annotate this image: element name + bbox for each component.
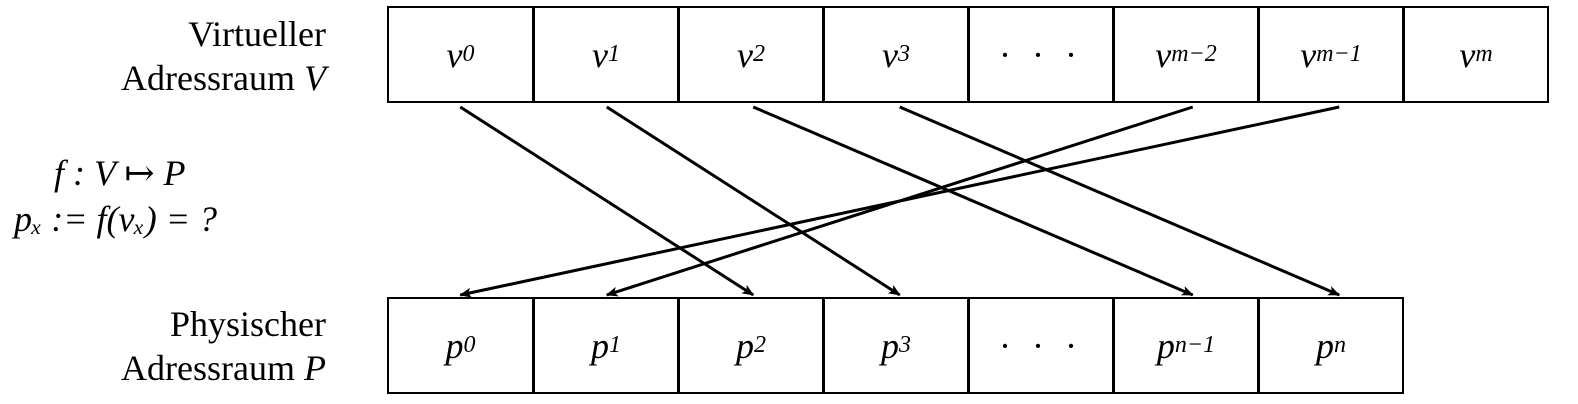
virtual-cell-symbol: · · · [999,34,1083,75]
physical-cell-subscript: 2 [754,332,766,358]
virtual-cell-subscript: 0 [462,41,475,67]
virtual-cell-subscript: 2 [752,41,765,67]
mapping-formula: f : V ↦ P pₓ := f(vₓ) = ? [14,150,217,242]
virtual-cell-symbol: v [882,34,898,75]
virtual-label-symbol: V [304,58,326,98]
physical-cell-symbol: p [881,325,899,366]
physical-cell-symbol: · · · [999,325,1083,366]
formula-line-2: pₓ := f(vₓ) = ? [14,199,217,239]
mapping-arrow [459,105,1340,298]
physical-cell-subscript: n [1334,332,1346,358]
virtual-cell-symbol: v [737,34,753,75]
virtual-label-text: Adressraum [121,58,304,98]
virtual-label-line2: Adressraum V [121,56,326,100]
virtual-cell-symbol: v [1300,34,1317,75]
virtual-cell-subscript: 3 [897,41,910,67]
mapping-arrow [605,105,1194,297]
mapping-arrow [899,105,1341,297]
physical-cell-symbol: p [591,325,609,366]
virtual-cell-subscript: 1 [607,41,620,67]
virtual-address-space-label: Virtueller Adressraum V [121,12,326,100]
virtual-cell-subscript: m−1 [1316,41,1362,67]
physical-cell-symbol: p [1316,325,1334,366]
mapping-arrow [752,105,1194,297]
virtual-cell-symbol: v [446,34,463,75]
physical-cell-subscript: 0 [463,332,476,358]
physical-cell-symbol: p [736,325,754,366]
physical-cell-symbol: p [1156,325,1175,366]
physical-cell-subscript: 3 [899,332,911,358]
virtual-cell-symbol: v [1155,34,1172,75]
physical-cell-subscript: n−1 [1174,332,1216,358]
physical-cell-4: · · · [968,297,1114,394]
formula-line-1: f : V ↦ P [54,153,186,193]
physical-cell-subscript: 1 [609,332,621,358]
virtual-label-line1: Virtueller [188,14,326,54]
virtual-cell-symbol: v [1459,34,1476,75]
physical-label-line1: Physischer [170,304,326,344]
physical-label-line2: Adressraum P [121,346,326,390]
physical-label-symbol: P [304,348,326,388]
virtual-cell-4: · · · [968,6,1114,103]
physical-cell-symbol: p [445,325,464,366]
mapping-arrow [605,105,901,297]
virtual-cell-symbol: v [592,34,608,75]
virtual-cell-subscript: m−2 [1171,41,1217,67]
physical-label-text: Adressraum [121,348,304,388]
physical-address-space-label: Physischer Adressraum P [121,302,326,390]
mapping-arrow [459,105,755,297]
virtual-cell-subscript: m [1475,41,1493,67]
